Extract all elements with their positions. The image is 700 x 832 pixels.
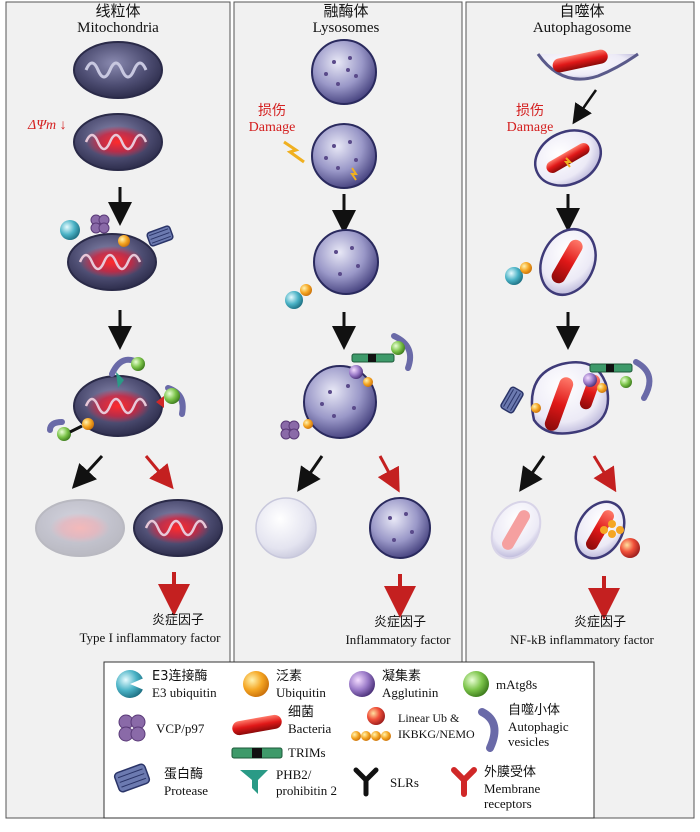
auto-active bbox=[574, 500, 640, 560]
mito-factor-zh: 炎症因子 bbox=[151, 613, 205, 628]
auto-4 bbox=[500, 359, 653, 435]
autophagic-vesicle-icon bbox=[478, 708, 499, 752]
lyso-active bbox=[369, 497, 431, 559]
auto-factor-en: NF-kB inflammatory factor bbox=[510, 632, 654, 647]
legend-vesicles-zh: 自噬小体 bbox=[508, 703, 561, 718]
lyso-title-en: Lysosomes bbox=[312, 20, 380, 36]
legend-phb2-1: PHB2/ bbox=[276, 767, 312, 782]
lyso-3 bbox=[285, 229, 379, 309]
legend-phb2-2: prohibitin 2 bbox=[276, 783, 338, 798]
vcp-p97-icon bbox=[118, 714, 146, 742]
legend-slrs: SLRs bbox=[390, 775, 419, 790]
legend-e3-zh: E3连接酶 bbox=[152, 669, 208, 684]
legend-vcp-p97: VCP/p97 bbox=[156, 721, 205, 736]
legend-linear-ub-2: IKBKG/NEMO bbox=[398, 727, 475, 741]
lyso-2 bbox=[283, 123, 377, 189]
mito-4 bbox=[47, 356, 186, 441]
legend-ubiquitin-zh: 泛素 bbox=[276, 669, 303, 684]
phb2-icon bbox=[240, 770, 268, 794]
legend-agglutinin-en: Agglutinin bbox=[382, 685, 439, 700]
legend-ubiquitin-en: Ubiquitin bbox=[276, 685, 326, 700]
auto-1 bbox=[536, 49, 639, 81]
mito-3 bbox=[60, 214, 174, 291]
legend-protease-en: Protease bbox=[164, 783, 209, 798]
lyso-4 bbox=[280, 333, 414, 440]
mito-title-zh: 线粒体 bbox=[95, 2, 141, 20]
legend-trims: TRIMs bbox=[288, 745, 326, 760]
legend-bacteria-zh: 细菌 bbox=[288, 705, 315, 720]
membrane-potential-label: ΔΨm ↓ bbox=[28, 118, 67, 133]
slr-icon bbox=[353, 767, 379, 797]
e3-ligase-icon bbox=[116, 670, 144, 698]
bacteria-icon bbox=[232, 714, 282, 736]
mito-active bbox=[133, 499, 223, 557]
mito-title-en: Mitochondria bbox=[77, 20, 159, 36]
auto-title-en: Autophagosome bbox=[532, 20, 632, 36]
ubiquitin-icon bbox=[243, 671, 269, 697]
legend-agglutinin-zh: 凝集素 bbox=[382, 669, 422, 684]
lyso-factor-en: Inflammatory factor bbox=[345, 632, 451, 647]
legend-vesicles-en: Autophagic bbox=[508, 719, 569, 734]
mito-2 bbox=[73, 113, 163, 171]
legend-receptors-zh: 外膜受体 bbox=[484, 765, 537, 780]
auto-faded bbox=[490, 500, 542, 560]
legend-receptors-en: Membrane bbox=[484, 781, 541, 796]
legend-box bbox=[103, 661, 595, 819]
auto-damage-zh: 损伤 bbox=[516, 103, 544, 119]
auto-damage-en: Damage bbox=[506, 120, 554, 135]
lyso-damage-zh: 损伤 bbox=[258, 103, 286, 119]
mito-1 bbox=[73, 41, 163, 99]
legend-protease-zh: 蛋白酶 bbox=[164, 767, 204, 782]
protease-icon bbox=[113, 763, 151, 793]
membrane-receptor-icon bbox=[451, 767, 477, 797]
auto-3 bbox=[505, 228, 597, 296]
lyso-title-zh: 融酶体 bbox=[323, 2, 369, 20]
legend-e3-en: E3 ubiquitin bbox=[152, 685, 217, 700]
agglutinin-icon bbox=[349, 671, 375, 697]
matg8s-icon bbox=[463, 671, 489, 697]
lyso-faded bbox=[255, 497, 317, 559]
legend-matg8s: mAtg8s bbox=[496, 677, 538, 692]
lyso-1 bbox=[311, 39, 377, 105]
mito-factor-en: Type I inflammatory factor bbox=[79, 630, 221, 645]
auto-title-zh: 自噬体 bbox=[559, 2, 605, 20]
legend-bacteria-en: Bacteria bbox=[288, 721, 332, 736]
legend-receptors-en2: receptors bbox=[484, 796, 532, 811]
linear-ub-icon bbox=[351, 707, 391, 741]
legend-linear-ub-1: Linear Ub & bbox=[398, 711, 460, 725]
trims-icon bbox=[231, 747, 283, 759]
auto-factor-zh: 炎症因子 bbox=[573, 615, 627, 630]
lyso-factor-zh: 炎症因子 bbox=[373, 615, 427, 630]
mito-faded bbox=[35, 499, 125, 557]
lyso-damage-en: Damage bbox=[248, 120, 296, 135]
legend-vesicles-en2: vesicles bbox=[508, 734, 550, 749]
auto-2 bbox=[534, 129, 602, 187]
